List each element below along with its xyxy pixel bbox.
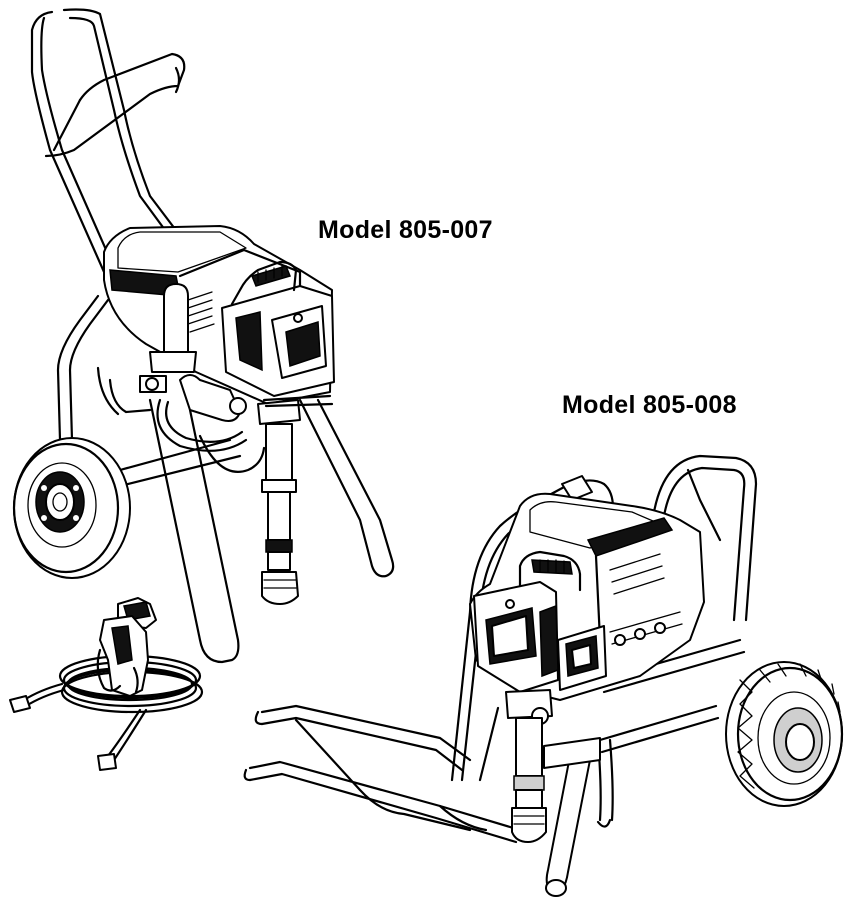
spray-gun-and-hose (9, 597, 204, 771)
hose-coil (9, 654, 204, 771)
base-frame (243, 638, 746, 897)
cart-frame (56, 294, 395, 664)
motor-housing-2 (469, 492, 705, 701)
cart-wheel-2 (725, 661, 844, 807)
pump-assembly-2 (505, 689, 553, 843)
motor-housing (103, 225, 335, 405)
spray-gun (96, 597, 157, 697)
sprayer-805-007-drawing (12, 8, 395, 664)
cart-handle (30, 8, 202, 292)
pump-assembly (139, 283, 334, 605)
cart-wheel (12, 437, 131, 579)
sprayer-805-008-drawing (243, 454, 844, 897)
model-805-008-label: Model 805-008 (562, 391, 737, 419)
model-805-007-label: Model 805-007 (318, 216, 493, 244)
rear-handle (652, 454, 758, 622)
